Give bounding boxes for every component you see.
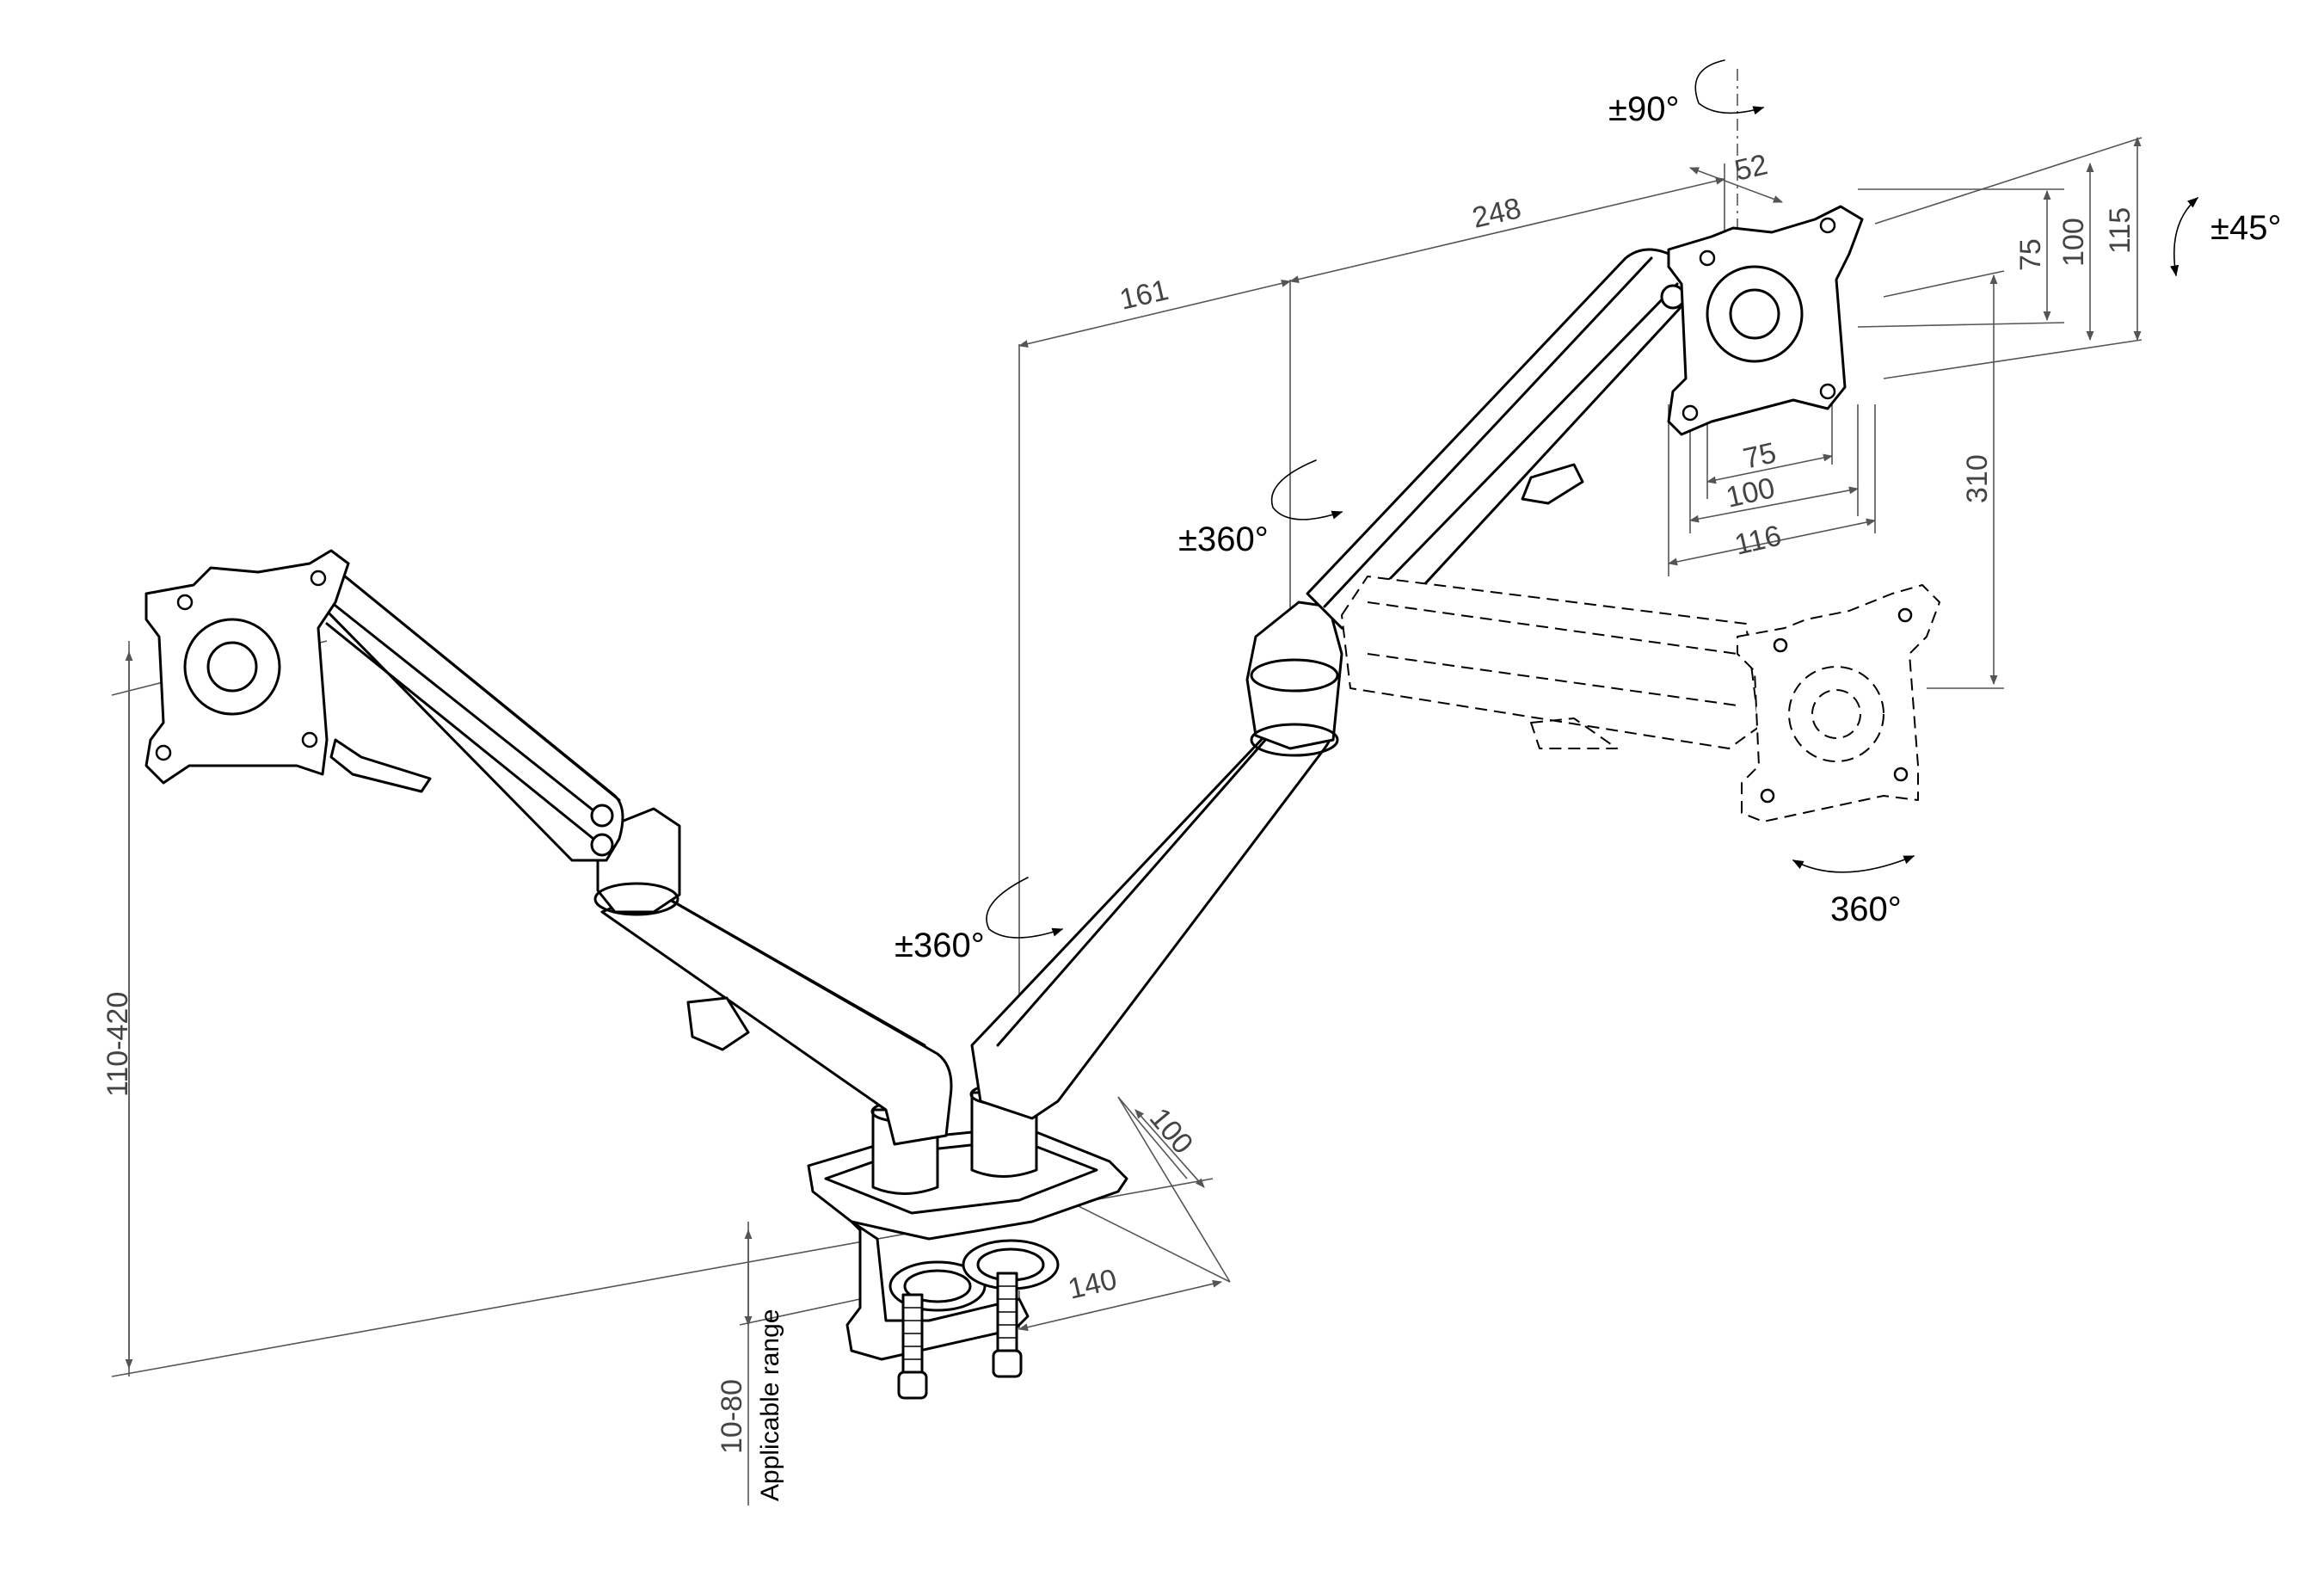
lower-pivot-rotation-label: ±360° <box>895 927 985 964</box>
right-arm-alternate-position <box>1341 576 1760 749</box>
right-vesa-plate <box>1667 205 1864 436</box>
right-vesa-plate-alternate <box>1737 584 1940 822</box>
left-vesa-plate <box>144 549 350 785</box>
base-width-label: 140 <box>1065 1263 1120 1306</box>
vesa-horizontal-116-label: 116 <box>1731 520 1784 562</box>
vesa-vertical-115-label: 115 <box>2104 207 2136 254</box>
left-arm <box>317 570 953 1146</box>
upper-pivot-rotation-label: ±360° <box>1178 520 1269 558</box>
vesa-vertical-100-label: 100 <box>2057 218 2090 267</box>
desk-clamp <box>807 1125 1128 1400</box>
right-arm <box>970 248 1696 1120</box>
vesa-vertical-75-label: 75 <box>2014 238 2047 271</box>
vesa-horizontal-100-label: 100 <box>1723 471 1778 514</box>
clamp-caption: Applicable range <box>756 1309 784 1502</box>
swivel-rotation-label: ±45° <box>2210 209 2281 247</box>
arm-lower-label: 161 <box>1116 274 1171 317</box>
clamp-range-label: 10-80 <box>716 1379 748 1454</box>
height-range-label: 110-420 <box>101 992 134 1097</box>
tilt-offset-label: 52 <box>1731 148 1770 188</box>
tilt-rotation-label: ±90° <box>1608 90 1679 128</box>
vesa-horizontal-75-label: 75 <box>1740 436 1779 476</box>
rotation-indicators <box>986 59 2198 939</box>
drop-label: 310 <box>1961 454 1994 503</box>
plate-rotation-label: 360° <box>1830 890 1902 928</box>
